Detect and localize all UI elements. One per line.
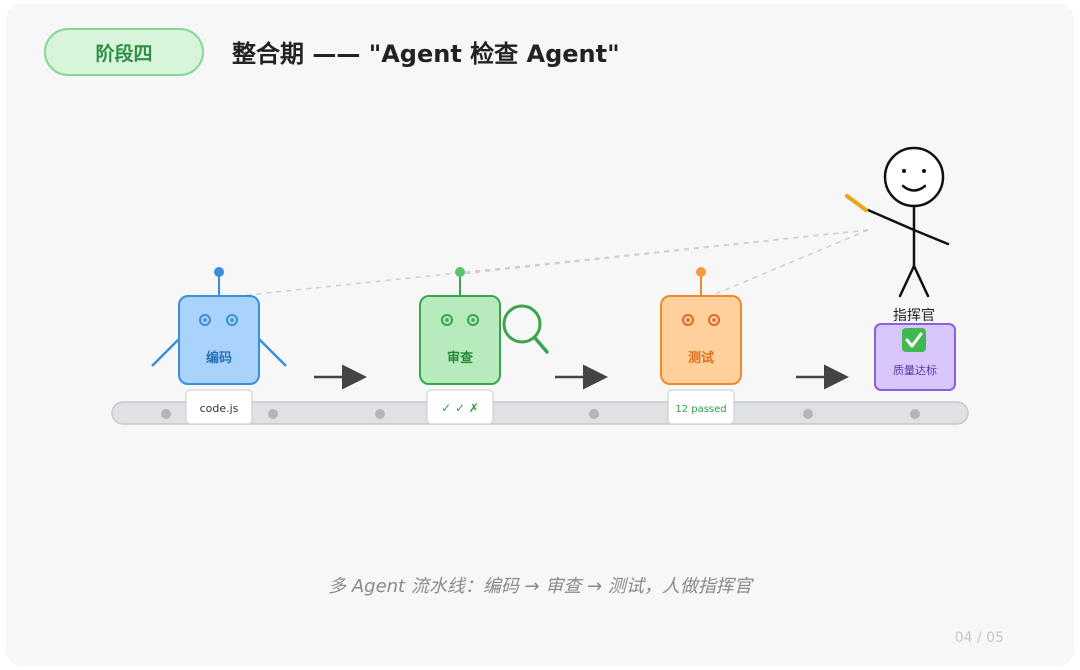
tester-agent: 测试 12 passed <box>660 267 742 425</box>
page-title: 整合期 —— "Agent 检查 Agent" <box>232 40 620 68</box>
quality-label: 质量达标 <box>893 363 937 377</box>
oversight-line-coder <box>218 229 869 299</box>
coder-label: 编码 <box>206 350 232 366</box>
magnifier-icon <box>502 304 549 354</box>
left-arm <box>151 337 181 367</box>
oversight-line-reviewer <box>459 229 869 275</box>
face-icon <box>883 146 945 208</box>
reviewer-label: 审查 <box>447 350 474 366</box>
caption: 多 Agent 流水线：编码 → 审查 → 测试，人做指挥官 <box>328 576 752 597</box>
pointer-stick <box>845 194 868 212</box>
commander-label: 指挥官 <box>893 308 935 324</box>
coder-tag: code.js <box>200 402 239 415</box>
stage-badge-label: 阶段四 <box>95 42 153 65</box>
slide: 阶段四 整合期 —— "Agent 检查 Agent" <box>6 4 1074 666</box>
coder-agent: 编码 code.js <box>151 267 287 425</box>
tester-tag: 12 passed <box>675 404 726 415</box>
pipeline-diagram: 编码 code.js 审查 ✓ ✓ ✗ <box>111 146 969 425</box>
page-indicator: 04 / 05 <box>954 630 1004 646</box>
antenna-icon <box>696 267 706 277</box>
conveyor-belt <box>111 401 969 425</box>
reviewer-tag: ✓ ✓ ✗ <box>441 401 479 415</box>
quality-box: 质量达标 <box>874 323 956 391</box>
antenna-icon <box>455 267 465 277</box>
right-arm <box>257 337 287 367</box>
oversight-line-tester <box>705 229 869 299</box>
stage-badge: 阶段四 <box>44 28 204 76</box>
commander-figure <box>845 146 950 298</box>
reviewer-agent: 审查 ✓ ✓ ✗ <box>419 267 549 425</box>
tester-label: 测试 <box>688 350 714 366</box>
oversight-lines <box>218 229 869 299</box>
antenna-icon <box>214 267 224 277</box>
